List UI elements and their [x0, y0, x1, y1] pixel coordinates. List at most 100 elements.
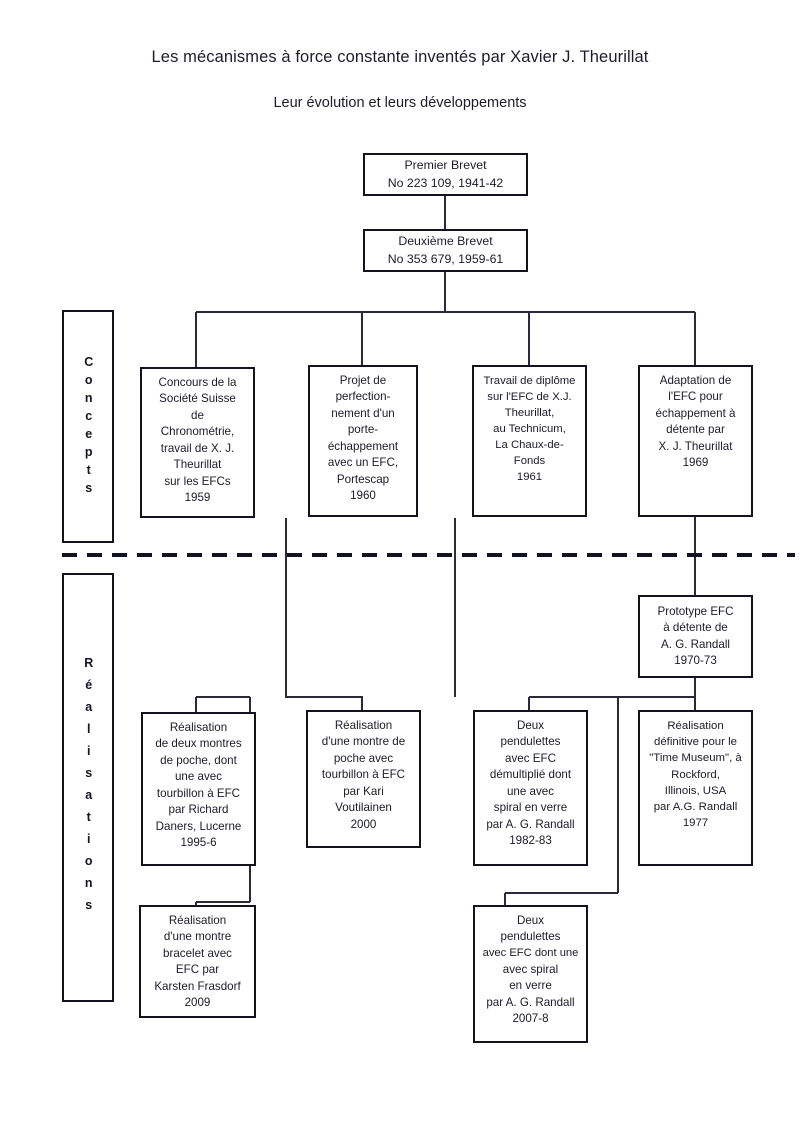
node-line: sur l'EFC de X.J. — [487, 391, 572, 404]
page-title: Les mécanismes à force constante inventé… — [151, 48, 649, 66]
node-line: Karsten Frasdorf — [154, 979, 241, 993]
node-line: poche avec — [333, 751, 394, 765]
node-line: Réalisation — [667, 720, 724, 732]
node-line: d'une montre de — [321, 735, 406, 749]
node-line: 1959 — [184, 491, 211, 505]
node-line: 2000 — [350, 817, 377, 831]
node-line: avec EFC — [505, 751, 556, 765]
node-line: l'EFC pour — [668, 390, 723, 404]
node-line: sur les EFCs — [164, 474, 231, 488]
rail-realisations: Réalisations — [62, 573, 114, 1002]
node-line: Deux — [516, 719, 545, 732]
node-line: 1961 — [516, 471, 543, 484]
rail-realisations-letters: Réalisations — [81, 655, 96, 920]
node-line-split: démultiplié dont — [475, 767, 586, 783]
node-deuxieme-brevet[interactable]: Deuxième Brevet No 353 679, 1959-61 — [363, 229, 528, 272]
node-line: X. J. Theurillat — [658, 439, 733, 453]
node-line: EFC par — [175, 963, 220, 977]
node-line: 1982-83 — [509, 834, 552, 848]
node-line: de poche, dont — [160, 753, 237, 767]
node-line: avec EFC dont une — [482, 946, 579, 959]
node-line: 2007-8 — [512, 1012, 549, 1026]
node-line: Société Suisse — [159, 392, 236, 406]
node-line: avec — [502, 962, 528, 976]
node-realisation-frasdorf[interactable]: Réalisation d'une montre bracelet avec E… — [139, 905, 256, 1018]
node-line: Rockford, — [671, 768, 720, 781]
node-line: Prototype EFC — [657, 604, 734, 618]
node-line: spiral — [530, 962, 559, 976]
node-line: 1970-73 — [674, 653, 717, 667]
node-line: pendulettes — [500, 930, 561, 944]
node-line: Concours de la — [158, 376, 237, 389]
node-line: 2009 — [184, 996, 211, 1010]
node-line: avec un EFC, — [327, 456, 399, 470]
node-line: de — [191, 408, 204, 422]
node-line: Daners, Lucerne — [155, 819, 242, 833]
node-line: pendulettes — [500, 735, 561, 749]
node-line: par Richard — [168, 803, 229, 817]
node-line: Theurillat, — [504, 407, 555, 420]
node-line: Fonds — [513, 455, 546, 468]
node-projet-perfectionnement[interactable]: Projet de perfection- nement d'un porte-… — [308, 365, 418, 517]
node-line: à détente de — [663, 621, 728, 635]
node-line: 1977 — [682, 817, 709, 830]
node-line: de deux montres — [155, 737, 242, 751]
node-travail-de-diplome[interactable]: Travail de diplôme sur l'EFC de X.J. The… — [472, 365, 587, 517]
node-line: Deuxième Brevet — [398, 234, 493, 249]
node-line: Theurillat — [173, 458, 222, 472]
node-line: au Technicum, — [493, 423, 566, 436]
node-realisation-daners[interactable]: Réalisation de deux montres de poche, do… — [141, 712, 256, 866]
node-line: "Time Museum", à — [649, 752, 742, 765]
node-line: Voutilainen — [335, 801, 392, 815]
node-adaptation-efc-detente[interactable]: Adaptation de l'EFC pour échappement à d… — [638, 365, 753, 517]
node-realisation-voutilainen[interactable]: Réalisation d'une montre de poche avec t… — [306, 710, 421, 848]
node-prototype-efc-randall[interactable]: Prototype EFC à détente de A. G. Randall… — [638, 595, 753, 678]
node-premier-brevet[interactable]: Premier Brevet No 223 109, 1941-42 — [363, 153, 528, 196]
page-subtitle: Leur évolution et leurs développements — [273, 95, 527, 111]
node-line: 1960 — [350, 489, 376, 503]
node-line: d'une montre — [163, 930, 232, 944]
node-line: échappement à — [655, 406, 736, 420]
node-line: Illinois, USA — [664, 784, 727, 797]
node-line: par A. G. Randall — [486, 995, 575, 1009]
node-line: porte- — [347, 423, 379, 437]
node-line: nement d'un — [331, 406, 395, 420]
rail-concepts: Concepts — [62, 310, 114, 543]
node-line: 1969 — [682, 456, 709, 470]
node-line: Deux — [516, 914, 545, 927]
node-line: Projet de — [339, 374, 387, 387]
node-line: Réalisation — [334, 719, 393, 732]
node-realisation-time-museum[interactable]: Réalisation définitive pour le "Time Mus… — [638, 710, 753, 866]
node-line: en verre — [509, 979, 552, 993]
node-line: No 353 679, 1959-61 — [387, 251, 504, 266]
node-line: spiral en verre — [493, 801, 568, 815]
node-line: échappement — [327, 439, 399, 453]
node-line: Travail de diplôme — [483, 375, 576, 387]
node-deux-pendulettes-2007[interactable]: Deux pendulettes avec EFC dont une avec … — [473, 905, 588, 1043]
node-line: Portescap — [336, 472, 390, 486]
node-line: une avec — [506, 784, 555, 798]
node-line: bracelet avec — [163, 946, 232, 960]
node-line: 1995-6 — [180, 836, 217, 850]
node-concours-societe-suisse[interactable]: Concours de la Société Suisse de Chronom… — [140, 367, 255, 518]
node-line: une avec — [174, 770, 223, 784]
node-line: tourbillon à EFC — [156, 786, 241, 800]
node-line: Premier Brevet — [404, 158, 487, 173]
node-line: perfection- — [335, 390, 391, 404]
node-line: Réalisation — [169, 721, 228, 734]
node-line: A. G. Randall — [661, 637, 730, 651]
node-line: La Chaux-de- — [495, 439, 564, 452]
node-line: Réalisation — [168, 914, 227, 927]
node-line: par Kari — [343, 784, 384, 798]
node-line: détente par — [666, 423, 725, 437]
node-line-split: avec spiral — [475, 962, 586, 978]
node-line: définitive pour le — [654, 736, 737, 749]
node-line: démultiplié — [489, 768, 546, 782]
node-line: travail de X. J. — [160, 441, 235, 455]
node-deux-pendulettes-1982[interactable]: Deux pendulettes avec EFC démultiplié do… — [473, 710, 588, 866]
node-line: Chronométrie, — [160, 425, 235, 439]
node-line: Adaptation de — [659, 374, 732, 387]
node-line: par A.G. Randall — [653, 800, 738, 813]
node-line: tourbillon à EFC — [321, 768, 406, 782]
